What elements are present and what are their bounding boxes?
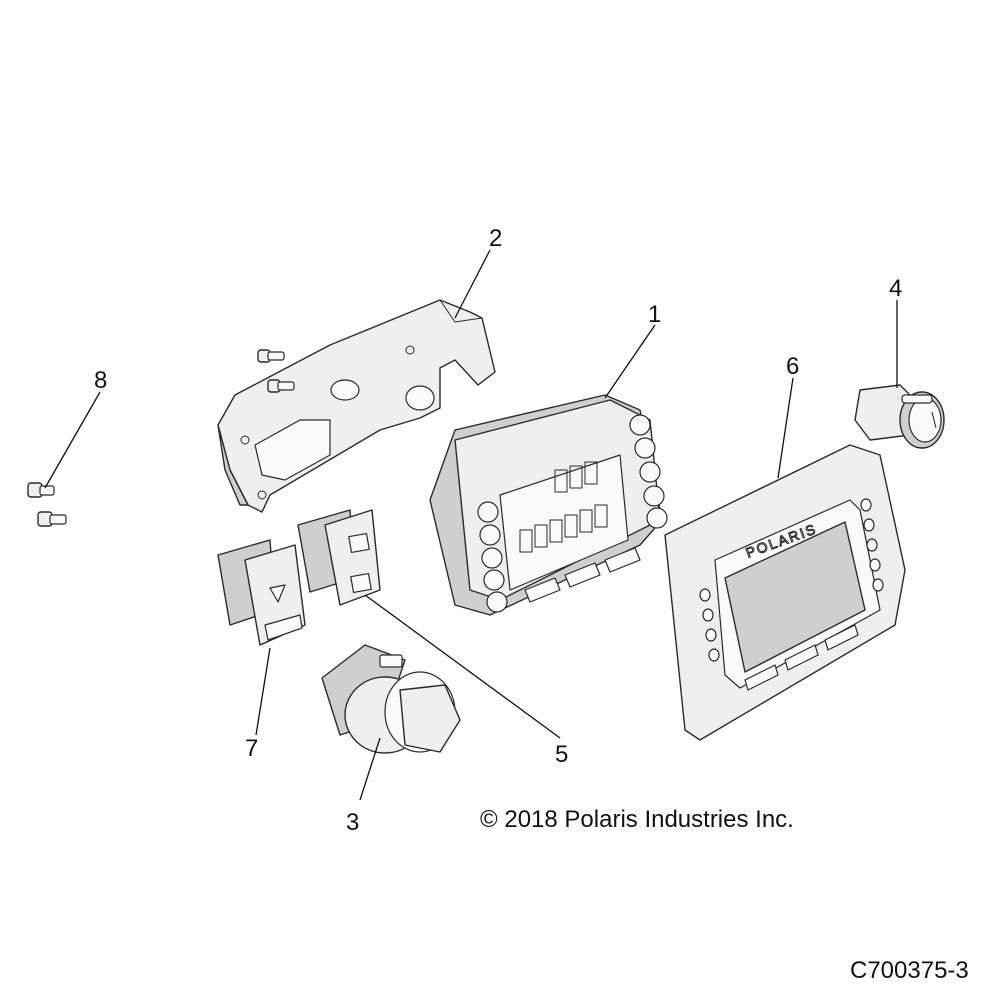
callout-3: 3	[346, 809, 359, 836]
bezel-key-holes	[744, 624, 859, 691]
lcd-segments	[519, 461, 608, 553]
part-2-bracket	[217, 299, 496, 513]
drawing-id: C700375-3	[850, 957, 969, 984]
part-1-instrument-cluster	[429, 394, 668, 616]
cluster-buttons	[477, 414, 668, 613]
bracket-screw	[267, 379, 295, 393]
callout-1: 1	[648, 301, 661, 328]
leader-5	[364, 594, 561, 739]
callout-5: 5	[555, 741, 568, 768]
callout-4: 4	[889, 275, 902, 302]
part-8-screws	[27, 482, 67, 527]
leader-1	[604, 324, 656, 399]
callout-7: 7	[245, 735, 258, 762]
part-3-ignition-switch	[321, 644, 461, 754]
leader-2	[454, 249, 491, 319]
part-7-hazard-switch	[217, 539, 306, 646]
part-4-power-outlet	[854, 384, 945, 449]
callout-8: 8	[94, 367, 107, 394]
leader-8	[44, 391, 101, 489]
callout-6: 6	[786, 353, 799, 380]
cluster-bottom-keys	[524, 547, 641, 603]
part-6-bezel: POLARIS	[664, 444, 906, 741]
part-5-rocker-switch	[297, 509, 381, 606]
screw	[37, 511, 67, 527]
bezel-button-holes	[699, 498, 884, 662]
bracket-screw	[257, 349, 285, 363]
callout-2: 2	[489, 225, 502, 252]
leader-3	[359, 737, 381, 801]
leader-6	[777, 377, 794, 479]
screw	[27, 482, 55, 498]
leader-7	[255, 647, 271, 736]
leader-lines	[44, 249, 898, 801]
copyright-notice: © 2018 Polaris Industries Inc.	[480, 806, 794, 833]
callout-numbers: 1 2 3 4 5 6 7 8	[94, 225, 902, 836]
